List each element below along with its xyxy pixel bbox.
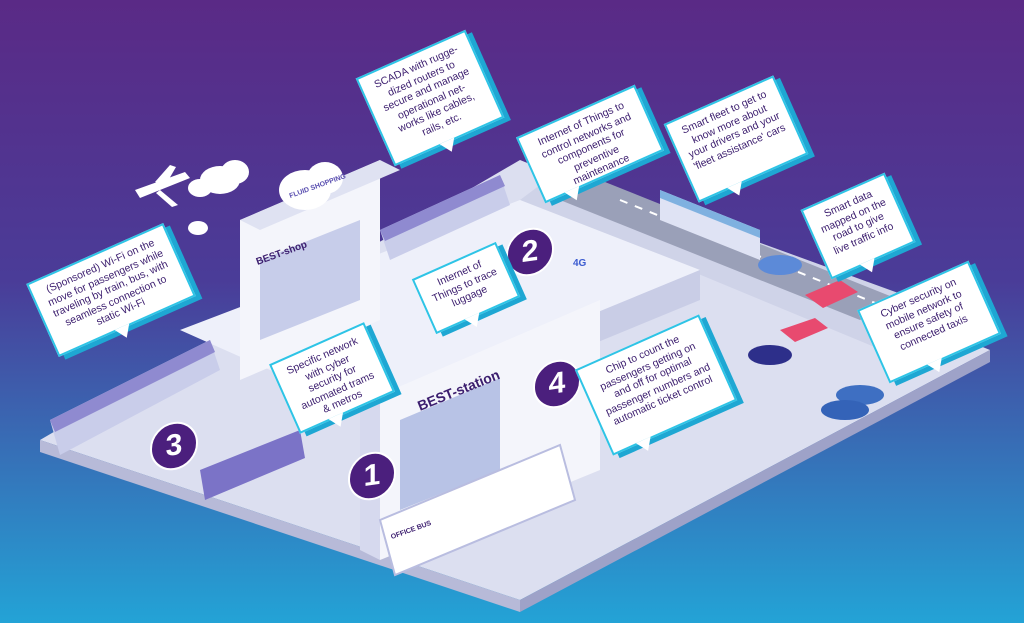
office-bus <box>378 443 577 577</box>
network-4g-label: 4G <box>573 258 587 269</box>
tram <box>200 430 305 500</box>
car-blue <box>758 255 802 275</box>
cloud-icon <box>188 160 343 235</box>
callout-smart-data-text: Smart data mapped on the road to give li… <box>818 188 896 258</box>
taxi-2 <box>821 400 869 420</box>
callout-iot-luggage-text: Internet of Things to trace luggage <box>430 258 499 310</box>
airplane-icon <box>135 165 190 207</box>
taxi-1 <box>836 385 884 405</box>
vehicles <box>50 175 884 577</box>
car-dark <box>748 345 792 365</box>
traffic-markers <box>780 280 858 342</box>
